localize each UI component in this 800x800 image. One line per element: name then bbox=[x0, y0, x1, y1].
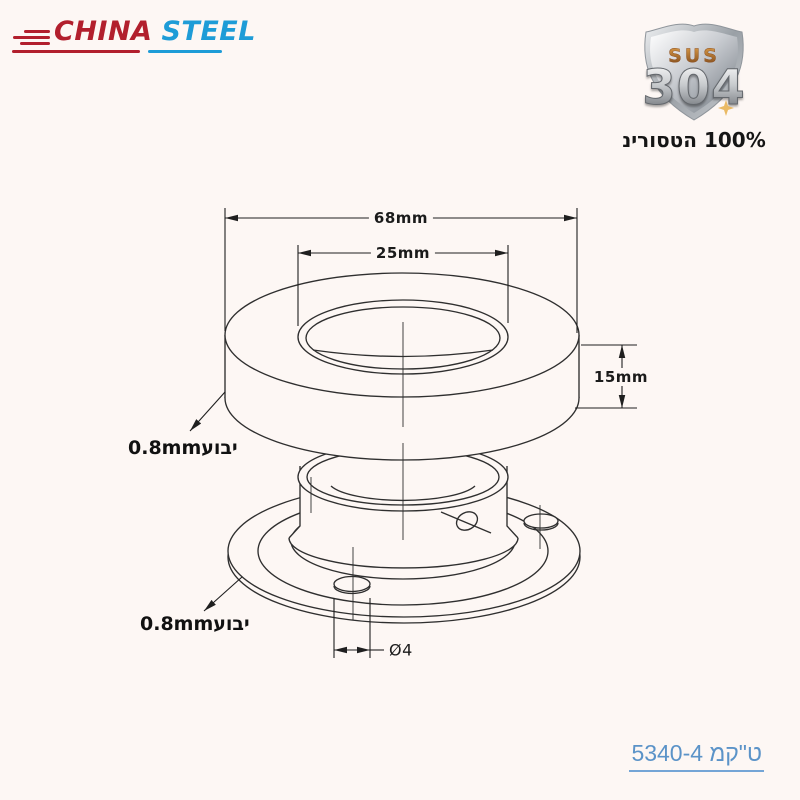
badge-sus-label: SUS bbox=[668, 45, 720, 67]
catalog-number-link[interactable]: 5340-4 מק"ט bbox=[629, 740, 764, 772]
shield-inner-shape bbox=[650, 30, 738, 113]
inner-diameter-label: 25mm bbox=[370, 244, 436, 262]
sparkle-icon bbox=[718, 100, 734, 116]
logo-underline-red bbox=[12, 50, 140, 53]
speed-line-icon bbox=[24, 30, 50, 33]
height-label: 15mm bbox=[588, 368, 654, 386]
shield-icon: SUS 304 bbox=[642, 23, 745, 121]
logo-china-word: CHINA bbox=[54, 16, 153, 47]
set-screw-mark bbox=[440, 511, 492, 534]
logo-underline-blue bbox=[148, 50, 222, 53]
outer-diameter-label: 68mm bbox=[368, 209, 434, 227]
hole-diameter-label: Ø4 bbox=[387, 640, 415, 660]
speed-line-icon bbox=[13, 36, 50, 39]
brand-logo-text: CHINA STEEL bbox=[54, 16, 256, 47]
center-lines bbox=[310, 322, 541, 620]
logo-steel-word: STEEL bbox=[161, 16, 256, 47]
thickness-top-label: 0.8mmעובי bbox=[128, 437, 238, 459]
screw-holes bbox=[333, 513, 559, 595]
thickness-bottom-label: 0.8mmעובי bbox=[140, 613, 250, 635]
sus304-badge: SUS 304 bbox=[633, 20, 755, 124]
speed-line-icon bbox=[20, 42, 50, 45]
top-ring bbox=[224, 272, 580, 461]
badge-caption: נירוסטה 100% bbox=[622, 128, 766, 152]
